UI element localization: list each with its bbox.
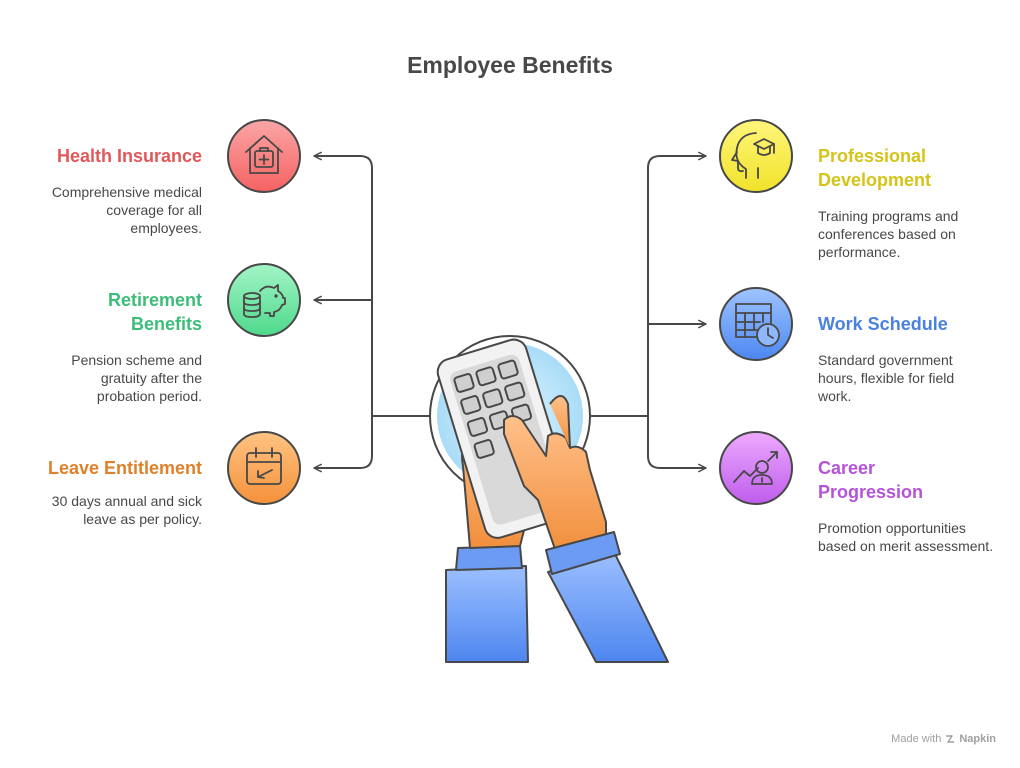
connector-leave — [313, 416, 373, 473]
career-progression-title: Career Progression — [818, 458, 924, 502]
career-progression-desc: Promotion opportunities based on merit a… — [818, 520, 994, 554]
connectors — [313, 151, 707, 473]
work-schedule-title: Work Schedule — [818, 314, 948, 334]
footer-brand: Napkin — [959, 733, 996, 745]
graduate-head-icon — [719, 119, 793, 193]
hands-calculator-icon — [429, 335, 669, 663]
diagram-title: Employee Benefits — [407, 52, 613, 78]
health-insurance-title: Health Insurance — [56, 146, 202, 166]
professional-development-desc: Training programs and conferences based … — [818, 208, 959, 260]
hospital-house-icon — [227, 119, 301, 193]
made-with-napkin-badge[interactable]: Made with Napkin — [891, 733, 996, 745]
footer-prefix: Made with — [891, 733, 942, 745]
piggy-bank-coins-icon — [227, 263, 301, 337]
napkin-logo-icon — [946, 735, 955, 743]
leave-entitlement-desc: 30 days annual and sick leave as per pol… — [51, 493, 202, 527]
health-insurance-desc: Comprehensive medical coverage for all e… — [51, 184, 202, 236]
retirement-benefits-title: Retirement Benefits — [107, 290, 202, 334]
leave-entitlement-title: Leave Entitlement — [47, 458, 202, 478]
retirement-benefits-desc: Pension scheme and gratuity after the pr… — [71, 352, 202, 404]
connector-professional — [647, 151, 707, 416]
connector-career — [647, 416, 707, 473]
work-schedule-desc: Standard government hours, flexible for … — [818, 352, 955, 404]
schedule-clock-icon — [719, 287, 793, 361]
person-growth-icon — [719, 431, 793, 505]
calendar-arrow-icon — [227, 431, 301, 505]
connector-health — [313, 151, 373, 416]
professional-development-title: Professional Development — [818, 146, 932, 190]
